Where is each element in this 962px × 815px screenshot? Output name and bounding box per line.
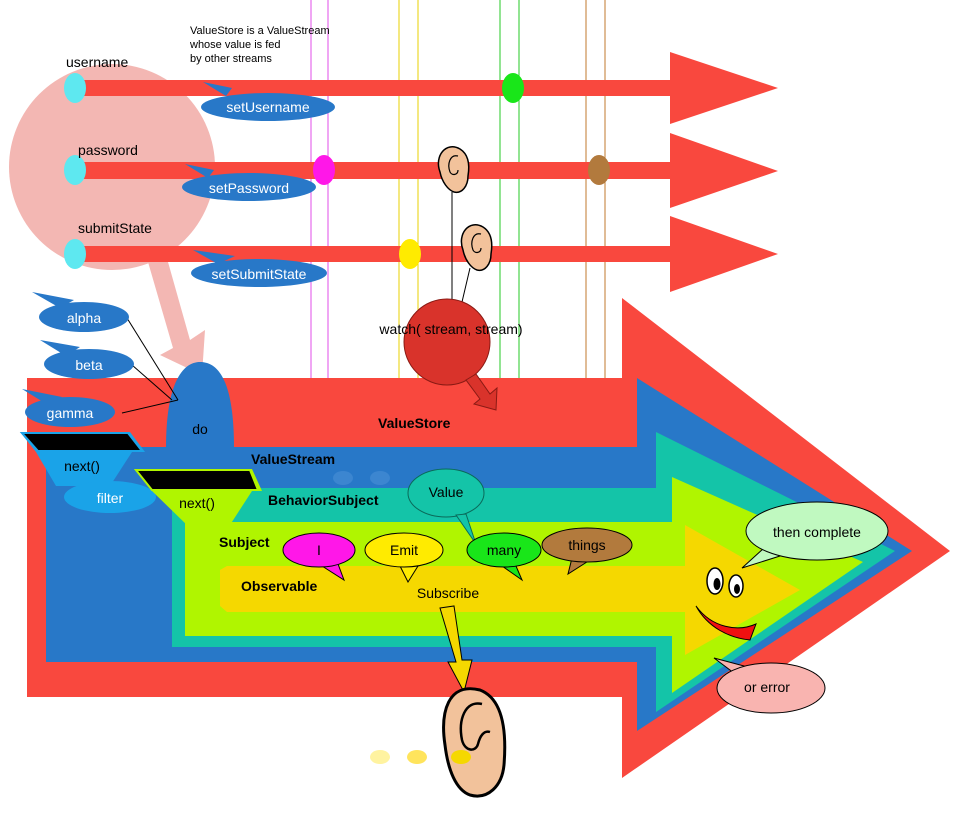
submitstate-label: submitState [78, 220, 152, 236]
username-start-dot [64, 73, 86, 103]
submitstate-event-dot [399, 239, 421, 269]
username-event-dot [502, 73, 524, 103]
event-dot [451, 750, 471, 764]
then-complete-bubble: then complete [741, 501, 889, 569]
alpha-label: alpha [67, 310, 101, 326]
set-password-label: setPassword [209, 180, 289, 196]
subscribe-arrow [439, 605, 473, 694]
next-outer-label: next() [64, 458, 100, 474]
event-dot [370, 750, 390, 764]
value-stream-label: ValueStream [251, 451, 335, 467]
watch-circle [403, 298, 491, 386]
operator-connector [126, 317, 179, 401]
next-inner-label: next() [179, 495, 215, 511]
username-label: username [66, 54, 128, 70]
speech-emit-label: Emit [390, 542, 418, 558]
set-submitstate-bubble: setSubmitState [191, 250, 327, 287]
filter-bubble: filter [64, 481, 156, 513]
submitstate-start-dot [64, 239, 86, 269]
password-start-dot [64, 155, 86, 185]
alpha-bubble: alpha [32, 292, 129, 332]
set-submitstate-label: setSubmitState [212, 266, 307, 282]
note-line-1: ValueStore is a ValueStream [190, 25, 330, 37]
speech-many-label: many [487, 542, 521, 558]
set-username-label: setUsername [226, 99, 309, 115]
username-stream-arrow [76, 52, 778, 124]
gamma-bubble: gamma [22, 389, 115, 427]
do-label: do [192, 421, 208, 437]
speech-bubble-things: things [541, 527, 633, 576]
subscriber-ear-icon [442, 687, 507, 798]
value-stream-dot [333, 471, 353, 485]
subject-label: Subject [219, 534, 270, 550]
observable-layer [220, 525, 800, 655]
speech-bubble-i: I [282, 532, 356, 582]
password-event-dot [313, 155, 335, 185]
password-stream-arrow [76, 133, 778, 208]
observable-label: Observable [241, 578, 317, 594]
watch-label: watch( stream, stream) [378, 321, 522, 337]
operator-connector [131, 364, 173, 401]
note-line-2: whose value is fed [189, 39, 281, 51]
value-bubble: Value [407, 468, 485, 545]
speech-i-label: I [317, 542, 321, 558]
beta-label: beta [75, 357, 102, 373]
submitstate-stream-arrow [76, 216, 778, 292]
or-error-bubble: or error [713, 657, 826, 714]
speech-bubble-many: many [466, 532, 542, 582]
value-store-label: ValueStore [378, 415, 451, 431]
watch-connector [461, 267, 471, 303]
then-complete-label: then complete [773, 524, 861, 540]
speech-bubble-emit: Emit [364, 532, 444, 584]
password-event-dot [588, 155, 610, 185]
next-funnel-inner: next() [133, 469, 262, 528]
set-password-bubble: setPassword [182, 164, 316, 201]
ear-icon [437, 146, 470, 194]
gamma-label: gamma [47, 405, 94, 421]
set-username-bubble: setUsername [201, 82, 335, 121]
note-line-3: by other streams [190, 53, 272, 65]
value-bubble-label: Value [429, 484, 464, 500]
filter-label: filter [97, 490, 124, 506]
watch-arrow [465, 373, 498, 411]
operator-connector [121, 399, 179, 414]
or-error-label: or error [744, 679, 790, 695]
password-label: password [78, 142, 138, 158]
value-stream-dot [370, 471, 390, 485]
next-funnel-outer: next() [19, 432, 145, 486]
smiley-face [695, 567, 757, 641]
beta-bubble: beta [40, 340, 134, 379]
subscribe-label: Subscribe [417, 585, 479, 601]
ear-icon [460, 224, 493, 272]
event-dot [407, 750, 427, 764]
speech-things-label: things [568, 537, 605, 553]
source-arrow [148, 262, 205, 375]
behavior-subject-label: BehaviorSubject [268, 492, 379, 508]
do-operator [166, 362, 234, 448]
